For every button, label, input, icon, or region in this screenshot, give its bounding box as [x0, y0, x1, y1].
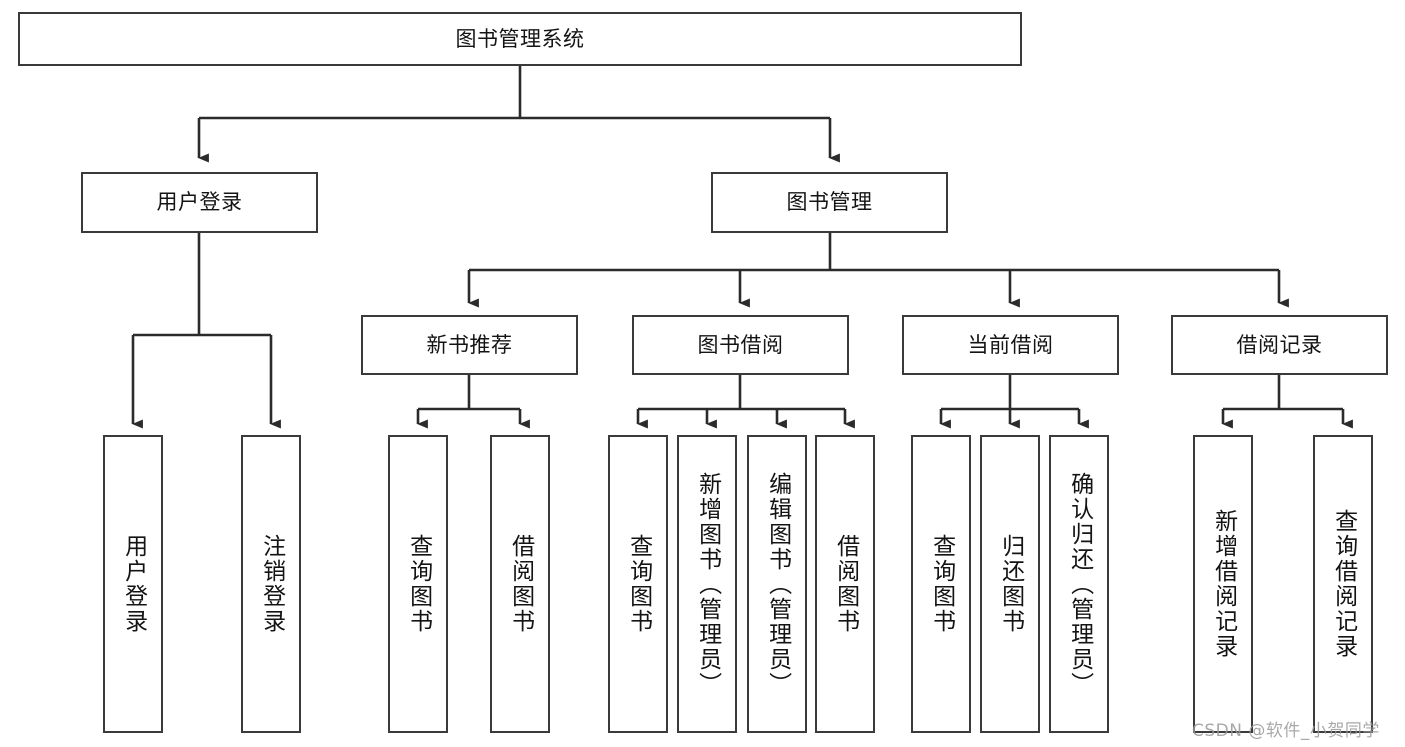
node-user-login-label: 用户登录 — [156, 190, 243, 215]
node-book-management[interactable]: 图书管理 — [711, 172, 948, 233]
node-borrow-record-label: 借阅记录 — [1236, 332, 1323, 357]
leaf-query-book-3-label: 查询图书 — [928, 534, 955, 634]
node-new-book-recommend-label: 新书推荐 — [426, 332, 513, 357]
node-book-borrow[interactable]: 图书借阅 — [632, 315, 849, 375]
leaf-confirm-return[interactable]: 确认归还（管理员） — [1049, 435, 1109, 733]
leaf-query-book-2[interactable]: 查询图书 — [608, 435, 668, 733]
leaf-query-book-3[interactable]: 查询图书 — [911, 435, 971, 733]
node-book-management-label: 图书管理 — [786, 190, 873, 215]
node-root-label: 图书管理系统 — [455, 26, 585, 51]
leaf-edit-book-label: 编辑图书（管理员） — [764, 471, 791, 697]
leaf-borrow-book-2-label: 借阅图书 — [832, 534, 859, 634]
node-book-borrow-label: 图书借阅 — [697, 332, 784, 357]
leaf-edit-book[interactable]: 编辑图书（管理员） — [747, 435, 807, 733]
node-current-borrow-label: 当前借阅 — [967, 332, 1054, 357]
leaf-user-login-label: 用户登录 — [120, 534, 147, 634]
node-new-book-recommend[interactable]: 新书推荐 — [361, 315, 578, 375]
leaf-query-borrow-record[interactable]: 查询借阅记录 — [1313, 435, 1373, 733]
leaf-borrow-book-2[interactable]: 借阅图书 — [815, 435, 875, 733]
leaf-confirm-return-label: 确认归还（管理员） — [1066, 471, 1093, 697]
leaf-return-book-label: 归还图书 — [997, 534, 1024, 634]
leaf-add-book-label: 新增图书（管理员） — [694, 471, 721, 697]
leaf-add-book[interactable]: 新增图书（管理员） — [677, 435, 737, 733]
leaf-query-book-1-label: 查询图书 — [405, 534, 432, 634]
leaf-return-book[interactable]: 归还图书 — [980, 435, 1040, 733]
leaf-user-login[interactable]: 用户登录 — [103, 435, 163, 733]
leaf-logout[interactable]: 注销登录 — [241, 435, 301, 733]
node-current-borrow[interactable]: 当前借阅 — [902, 315, 1119, 375]
leaf-add-borrow-record[interactable]: 新增借阅记录 — [1193, 435, 1253, 733]
leaf-query-borrow-record-label: 查询借阅记录 — [1330, 509, 1357, 659]
leaf-query-book-1[interactable]: 查询图书 — [388, 435, 448, 733]
leaf-borrow-book-1[interactable]: 借阅图书 — [490, 435, 550, 733]
node-user-login[interactable]: 用户登录 — [81, 172, 318, 233]
leaf-logout-label: 注销登录 — [258, 534, 285, 634]
node-root[interactable]: 图书管理系统 — [18, 12, 1022, 66]
csdn-watermark: CSDN @软件_小贺同学 — [1192, 721, 1380, 741]
leaf-borrow-book-1-label: 借阅图书 — [507, 534, 534, 634]
node-borrow-record[interactable]: 借阅记录 — [1171, 315, 1388, 375]
leaf-query-book-2-label: 查询图书 — [625, 534, 652, 634]
leaf-add-borrow-record-label: 新增借阅记录 — [1210, 509, 1237, 659]
